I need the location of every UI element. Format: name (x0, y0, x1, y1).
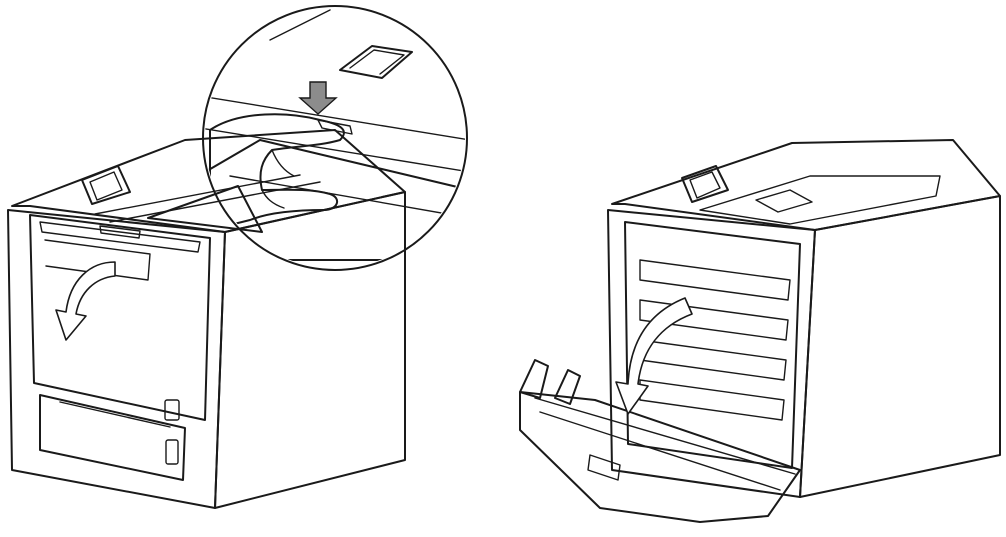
printer-right-front (607, 209, 816, 498)
control-panel-right (681, 165, 729, 203)
magnified-latch-detail-icon (147, 5, 468, 271)
paper-level-indicator (164, 399, 180, 421)
output-tray-right (699, 175, 941, 225)
cover-edge-magnified (205, 139, 465, 261)
latch-button (339, 45, 413, 79)
control-panel-screen-right (689, 171, 721, 199)
output-tray-left (94, 174, 321, 223)
drum-bar-3 (639, 339, 787, 381)
open-cover-curved-arrow-icon (55, 261, 116, 341)
paper-tray (39, 394, 186, 481)
printer-left-side (214, 191, 406, 509)
control-panel-screen-left (89, 171, 123, 201)
power-switch (165, 439, 179, 465)
cover-handle-strip (39, 221, 201, 253)
drum-bar-2 (639, 299, 789, 341)
open-cover-curved-arrow-icon (615, 297, 693, 415)
cover-latch-notch (99, 225, 141, 239)
cover-arm-left (519, 359, 549, 399)
front-cover-closed (29, 214, 211, 421)
cover-arm-right (554, 369, 581, 405)
hand-pressing (209, 113, 345, 231)
front-cover-open (519, 391, 801, 523)
printer-right-side (799, 195, 1001, 498)
press-down-arrow-icon (298, 81, 338, 115)
printer-left-front (7, 209, 226, 509)
control-panel-left (81, 165, 131, 205)
callout-pointer (147, 185, 263, 233)
magnifier-circle (202, 5, 468, 271)
printer-front-cover-open-icon (519, 139, 1001, 523)
drum-bar-1 (639, 259, 791, 301)
drum-bar-4 (639, 379, 785, 421)
paper-tray-slot (59, 401, 171, 428)
printer-closed-icon (7, 129, 406, 509)
